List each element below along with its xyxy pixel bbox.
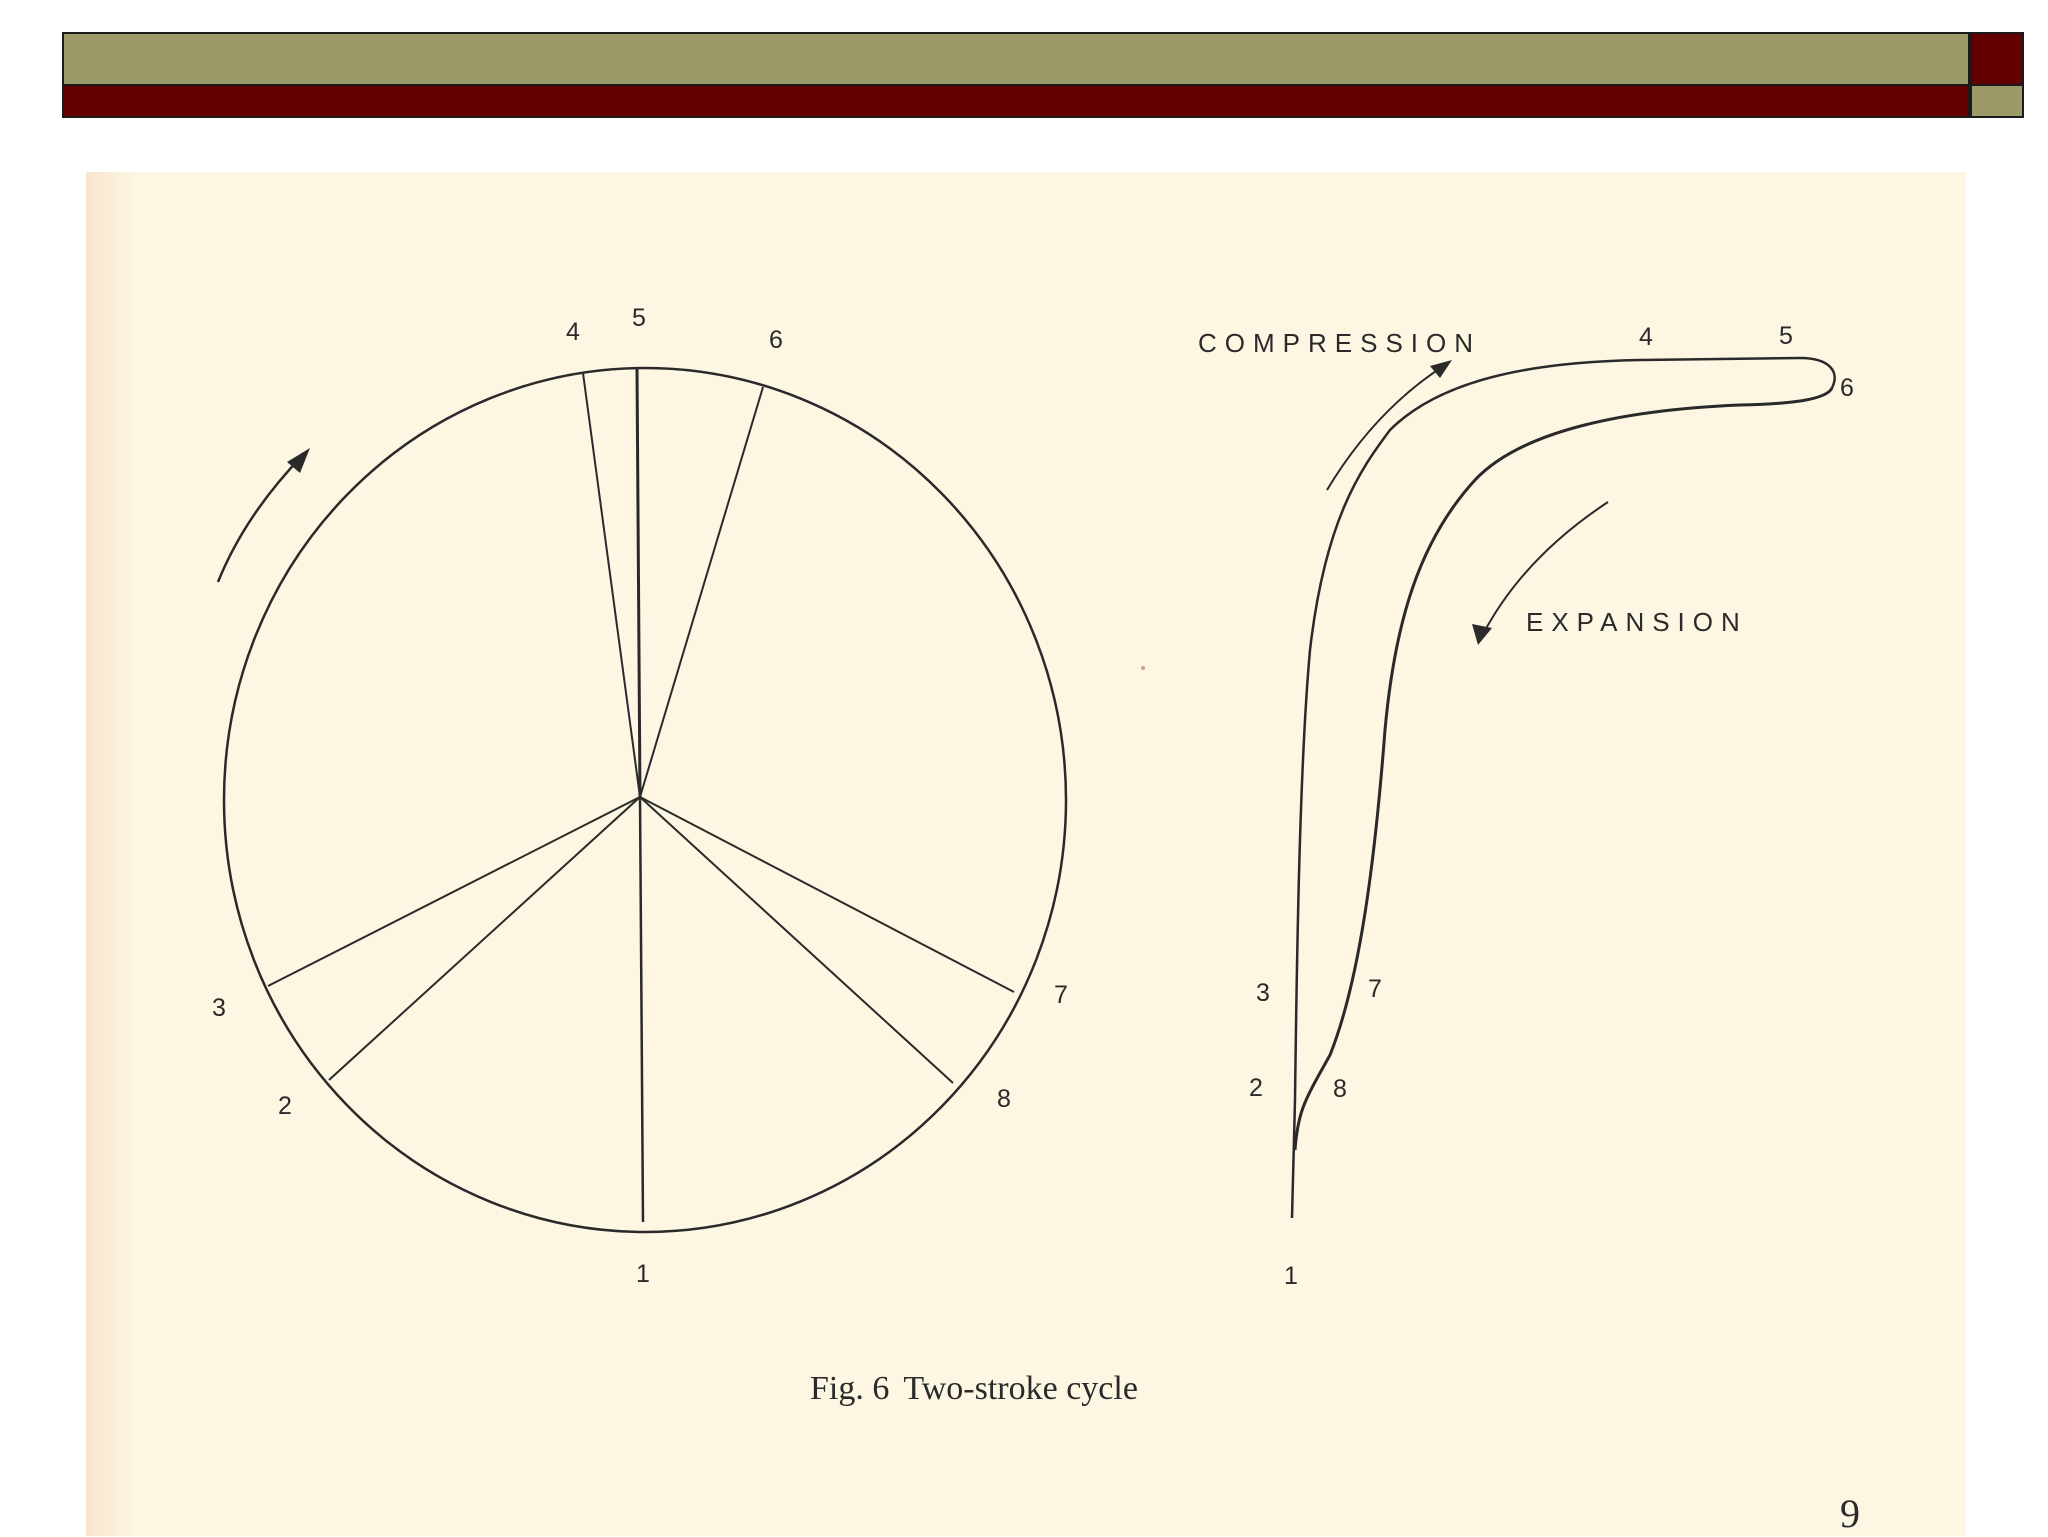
crank-circle [222, 366, 1068, 1234]
circle-label-1: 1 [636, 1260, 650, 1288]
compression-label: COMPRESSION [1198, 328, 1481, 358]
compression-curve [1290, 356, 1836, 1219]
circle-label-7: 7 [1054, 981, 1068, 1009]
circle-label-4: 4 [566, 318, 580, 346]
circle-label-3: 3 [212, 994, 226, 1022]
radius-line-7 [639, 796, 1015, 993]
expansion-curve [1293, 387, 1834, 1151]
header-bar-maroon [62, 86, 1970, 118]
figure-caption: Fig. 6 Two-stroke cycle [810, 1370, 1230, 1408]
radius-line-6 [639, 386, 764, 798]
radius-line-3 [267, 796, 641, 987]
compression-arrow-icon [1326, 364, 1446, 491]
figure-title: Two-stroke cycle [903, 1370, 1138, 1407]
radius-line-4 [582, 372, 641, 798]
circle-label-2: 2 [278, 1092, 292, 1120]
curve-label-1: 1 [1284, 1262, 1298, 1290]
curved-arrow-icon [216, 454, 304, 583]
expansion-label: EXPANSION [1526, 607, 1748, 637]
curve-label-2: 2 [1249, 1074, 1263, 1102]
circle-label-6: 6 [769, 326, 783, 354]
radius-line-8 [639, 796, 954, 1084]
header-corner-square-olive [1970, 86, 2024, 118]
scan-edge-shadow [86, 172, 136, 1536]
curve-label-6: 6 [1840, 374, 1854, 402]
scanned-figure-page [86, 172, 1966, 1536]
radius-line-5 [635, 368, 642, 798]
circle-label-5: 5 [632, 304, 646, 332]
radius-line-2 [328, 796, 641, 1081]
curve-label-5: 5 [1779, 322, 1793, 350]
curve-label-8: 8 [1333, 1075, 1347, 1103]
arrow-head-icon [287, 448, 310, 473]
header-bar-olive [62, 32, 1970, 86]
circle-label-8: 8 [997, 1085, 1011, 1113]
curve-label-4: 4 [1639, 323, 1653, 351]
curve-label-7: 7 [1368, 975, 1382, 1003]
header-corner-square-maroon [1970, 32, 2024, 86]
page-number: 9 [1840, 1491, 1860, 1536]
figure-number: Fig. 6 [810, 1370, 890, 1407]
expansion-arrow-icon [1479, 501, 1609, 641]
expansion-arrowhead-icon [1472, 624, 1492, 645]
curve-label-3: 3 [1256, 979, 1270, 1007]
radius-line-1 [638, 796, 645, 1223]
timing-circle [216, 366, 1068, 1234]
pressure-curve [1290, 356, 1836, 1219]
compression-arrowhead-icon [1430, 360, 1452, 378]
scan-speck [1141, 666, 1145, 670]
